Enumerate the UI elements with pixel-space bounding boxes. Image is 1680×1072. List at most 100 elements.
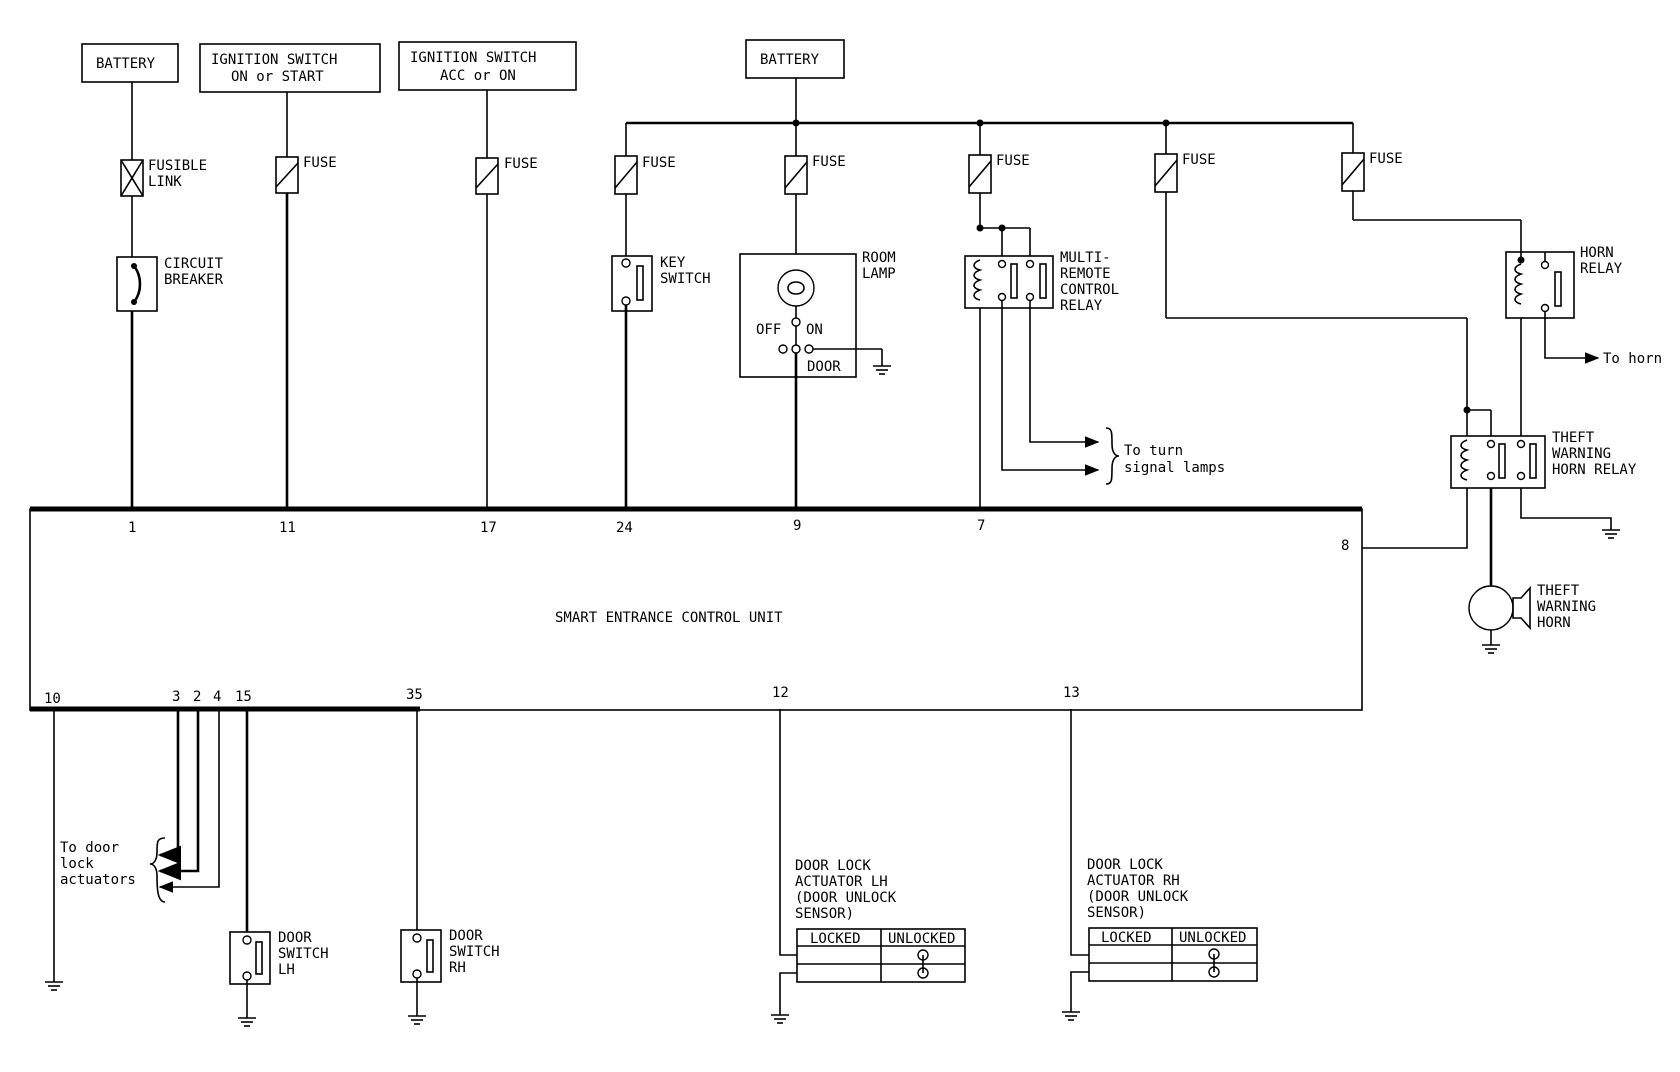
actuator-lh-label-3: (DOOR UNLOCK [795,890,897,906]
door-switch-lh-circuit: DOOR SWITCH LH [229,709,329,1027]
actuator-rh-label-2: ACTUATOR RH [1087,873,1180,889]
fuse-label-7: FUSE [996,153,1030,169]
pin-labels: 1 11 17 24 9 7 8 10 3 2 4 15 35 12 13 [44,518,1349,707]
multi-remote-relay-circuit: FUSE MULTI- REMOTE CONTROL RELAY To turn… [964,153,1225,509]
pin-8: 8 [1341,538,1349,554]
to-door-lock-label-3: actuators [60,872,136,888]
actuator-lh-unlocked: UNLOCKED [888,931,955,947]
to-turn-label-2: signal lamps [1124,460,1225,476]
key-switch-label-1: KEY [660,255,686,271]
to-horn-label: To horn [1603,351,1662,367]
ground-icon [238,1017,256,1027]
actuator-rh-label-4: SENSOR) [1087,905,1146,921]
ground-icon [873,365,891,375]
room-lamp-box [739,253,857,378]
actuator-lh-locked: LOCKED [810,931,861,947]
to-door-lock-label-2: lock [60,856,94,872]
theft-relay-label-3: HORN RELAY [1552,462,1637,478]
door-switch-rh-label-1: DOOR [449,928,483,944]
fuse-label-horn: FUSE [1369,151,1403,167]
theft-horn-label-1: THEFT [1537,583,1580,599]
ground-icon [408,1015,426,1025]
door-switch-rh-label-2: SWITCH [449,944,500,960]
fuse-label-24: FUSE [642,155,676,171]
multi-remote-relay-icon [964,255,1054,309]
theft-relay-label-2: WARNING [1552,446,1611,462]
horn-relay-label-2: RELAY [1580,261,1623,277]
door-switch-lh-label-1: DOOR [278,930,312,946]
multi-remote-label-3: CONTROL [1060,282,1119,298]
pin-2: 2 [193,689,201,705]
fuse-label-theft: FUSE [1182,152,1216,168]
theft-horn-label-2: WARNING [1537,599,1596,615]
smart-entrance-control-unit: SMART ENTRANCE CONTROL UNIT [29,506,1363,712]
to-turn-label-1: To turn [1124,443,1183,459]
battery-right-circuit: BATTERY [625,39,1354,156]
pin-17: 17 [480,520,497,536]
theft-warning-horn-relay-icon [1450,435,1546,489]
key-switch-label-2: SWITCH [660,271,711,287]
ign-acc-on-label-2: ACC or ON [440,68,516,84]
pin10-ground-circuit [45,709,63,991]
ign-acc-on-label-1: IGNITION SWITCH [410,50,536,66]
horn-relay-label-1: HORN [1580,245,1614,261]
circuit-breaker-label-2: BREAKER [164,272,224,288]
horn-relay-icon [1505,251,1575,319]
pin-15: 15 [235,689,252,705]
pin-13: 13 [1063,685,1080,701]
battery-right-label: BATTERY [760,52,820,68]
actuator-rh-label-3: (DOOR UNLOCK [1087,889,1189,905]
actuator-lh-label-4: SENSOR) [795,906,854,922]
pin-3: 3 [172,689,180,705]
actuator-lh-label-2: ACTUATOR LH [795,874,888,890]
circuit-breaker-label-1: CIRCUIT [164,256,224,272]
actuator-lh-label-1: DOOR LOCK [795,858,871,874]
circuit-breaker-icon [116,256,158,312]
ground-icon [45,981,63,991]
actuator-rh-unlocked: UNLOCKED [1179,930,1246,946]
fusible-link-label-2: LINK [148,174,182,190]
theft-relay-label-1: THEFT [1552,430,1595,446]
actuator-rh-label-1: DOOR LOCK [1087,857,1163,873]
room-lamp-circuit: FUSE ROOM LAMP OFF ON DOOR [739,154,896,509]
ground-icon [771,1014,789,1024]
battery-left-circuit: BATTERY FUSIBLE LINK CIRCUIT BREAKER [81,43,224,509]
ground-icon [1482,644,1500,654]
theft-warning-horn-relay-circuit: THEFT WARNING HORN RELAY [1362,406,1637,586]
door-lock-actuator-feed: To door lock actuators [60,709,220,903]
fuse-label-11: FUSE [303,155,337,171]
horn-icon [1468,585,1514,631]
ign-on-start-label-2: ON or START [231,69,324,85]
pin-7: 7 [977,518,985,534]
key-switch-circuit: FUSE KEY SWITCH [611,155,711,509]
theft-relay-feed: FUSE [1154,152,1468,436]
ignition-on-start-circuit: IGNITION SWITCH ON or START FUSE [199,43,381,509]
door-switch-lh-label-2: SWITCH [278,946,329,962]
lamp-off-label: OFF [756,322,781,338]
door-lock-actuator-lh: DOOR LOCK ACTUATOR LH (DOOR UNLOCK SENSO… [771,709,966,1024]
pin-11: 11 [279,520,296,536]
multi-remote-label-4: RELAY [1060,298,1103,314]
pin-24: 24 [616,520,633,536]
fuse-label-17: FUSE [504,156,538,172]
door-switch-lh-label-3: LH [278,962,295,978]
room-lamp-label-2: LAMP [862,266,896,282]
door-lock-actuator-rh: DOOR LOCK ACTUATOR RH (DOOR UNLOCK SENSO… [1062,709,1258,1021]
pin-4: 4 [213,689,221,705]
horn-relay-circuit: FUSE HORN RELAY To horn [1341,151,1662,436]
lamp-on-label: ON [806,322,823,338]
pin-1: 1 [128,520,136,536]
theft-horn-label-3: HORN [1537,615,1571,631]
room-lamp-label-1: ROOM [862,250,896,266]
theft-warning-horn-circuit: THEFT WARNING HORN [1468,583,1596,654]
control-unit-label: SMART ENTRANCE CONTROL UNIT [555,610,783,626]
pin-9: 9 [793,518,801,534]
lamp-door-label: DOOR [807,359,841,375]
actuator-rh-table [1088,927,1258,982]
ign-on-start-label-1: IGNITION SWITCH [211,52,337,68]
pin-10: 10 [44,691,61,707]
pin-12: 12 [772,685,789,701]
ground-icon [1602,529,1620,539]
lamp-icon [777,269,815,307]
